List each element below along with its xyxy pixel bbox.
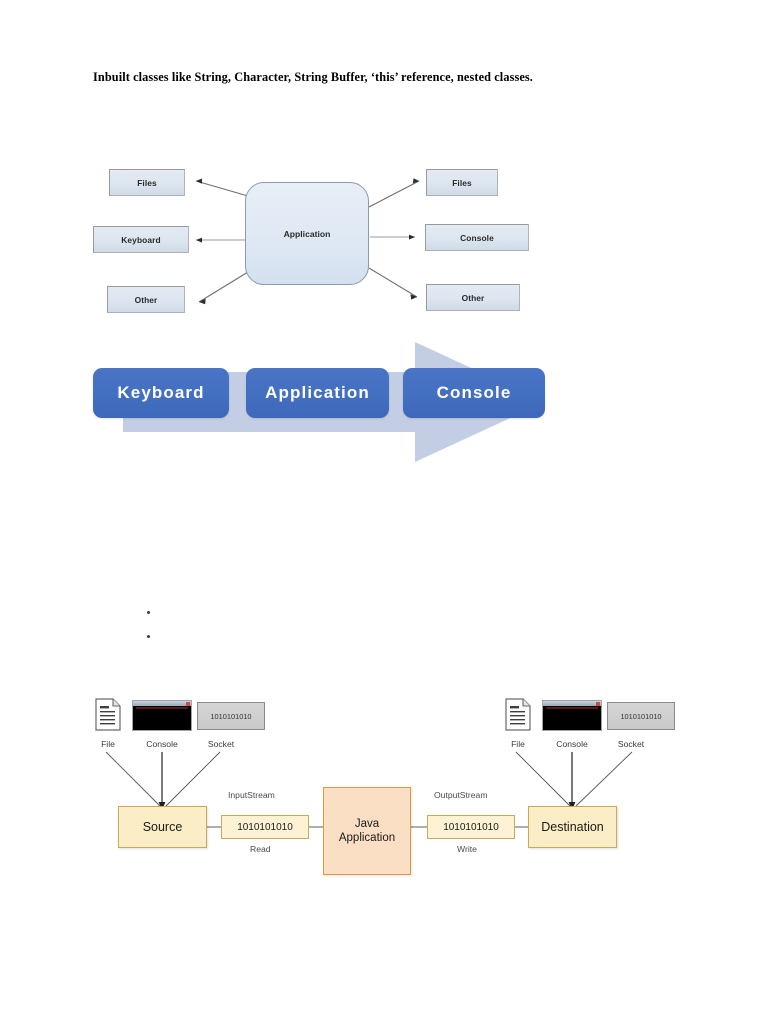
page-title: Inbuilt classes like String, Character, …	[93, 70, 533, 84]
source-box: Source	[118, 806, 207, 848]
destination-box: Destination	[528, 806, 617, 848]
list-item-bullet-1	[147, 611, 150, 614]
input-stream-bits: 1010101010	[221, 815, 309, 839]
list-item-bullet-2	[147, 635, 150, 638]
java-application-line1: Java	[354, 817, 380, 830]
console-icon	[542, 700, 602, 731]
io-output-box-files: Files	[426, 169, 498, 196]
console-icon	[132, 700, 192, 731]
file-icon	[505, 698, 531, 731]
output-stream-bits: 1010101010	[427, 815, 515, 839]
java-application-line2: Application	[338, 832, 396, 844]
icon-caption-file-source: File	[101, 739, 115, 749]
java-application-box: Java Application	[323, 787, 411, 875]
file-icon	[95, 698, 121, 731]
figure-flow-arrow: Keyboard Application Console	[93, 338, 545, 466]
icon-caption-socket-source: Socket	[207, 739, 235, 749]
input-stream-operation: Read	[250, 844, 271, 854]
output-stream-operation: Write	[457, 844, 477, 854]
io-input-box-keyboard: Keyboard	[93, 226, 189, 253]
io-input-box-other: Other	[107, 286, 185, 313]
io-output-box-other: Other	[426, 284, 520, 311]
io-input-box-files: Files	[109, 169, 185, 196]
output-stream-title: OutputStream	[434, 790, 488, 800]
icon-caption-console-destination: Console	[556, 739, 588, 749]
application-node: Application	[245, 182, 369, 285]
flow-chip-console: Console	[403, 368, 545, 418]
socket-icon: 1010101010	[607, 702, 675, 730]
io-output-box-console: Console	[425, 224, 529, 251]
icon-caption-console-source: Console	[146, 739, 178, 749]
socket-icon: 1010101010	[197, 702, 265, 730]
input-stream-title: InputStream	[228, 790, 275, 800]
flow-chip-keyboard: Keyboard	[93, 368, 229, 418]
icon-caption-socket-destination: Socket	[617, 739, 645, 749]
flow-chip-application: Application	[246, 368, 389, 418]
icon-caption-file-destination: File	[511, 739, 525, 749]
